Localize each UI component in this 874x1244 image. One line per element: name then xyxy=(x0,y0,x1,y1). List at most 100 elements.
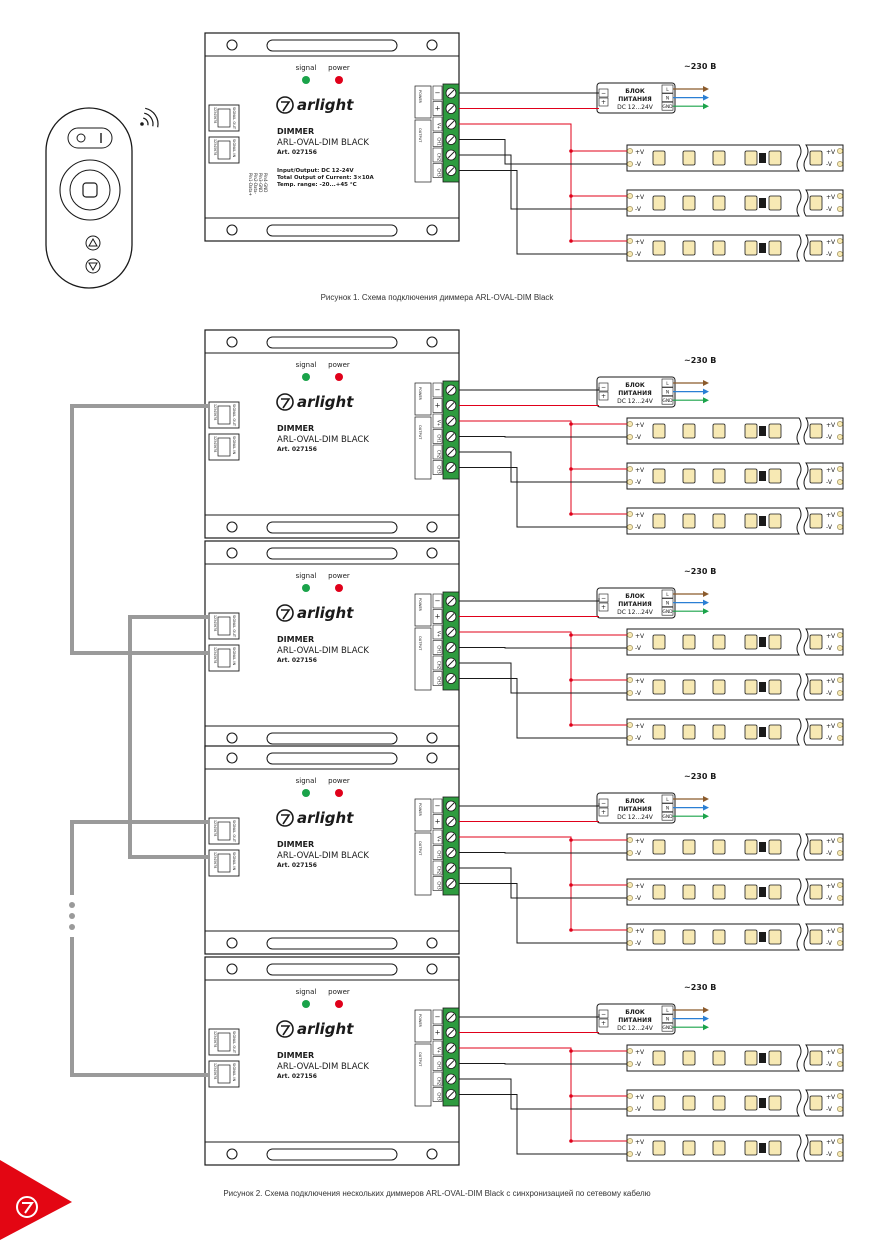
strip-pad xyxy=(837,1151,843,1157)
led-strip: +V-V+V-V xyxy=(626,462,844,490)
strip-minus-label: -V xyxy=(635,1151,642,1158)
terminal-screw-slot xyxy=(447,1029,455,1036)
rj45-label: SIGNAL IN xyxy=(232,139,236,157)
strip-pad xyxy=(837,434,843,440)
continuation-dot xyxy=(69,902,75,908)
wire-v-bus xyxy=(459,420,572,514)
led-chip xyxy=(768,884,782,900)
psu-pin-label: N xyxy=(666,601,669,607)
term-label: − xyxy=(435,1013,441,1021)
psu-voltage: DC 12...24V xyxy=(617,398,654,405)
psu-pin-label: GND xyxy=(662,1025,673,1031)
strip-pad xyxy=(837,148,843,154)
mount-hole xyxy=(426,937,438,949)
led-chip xyxy=(744,423,758,439)
term-label: V+ xyxy=(437,123,442,129)
mount-hole xyxy=(226,937,238,949)
led-chip xyxy=(682,423,696,439)
strip-pad xyxy=(837,421,843,427)
strip-minus-label: -V xyxy=(635,161,642,168)
mount-hole xyxy=(226,963,238,975)
rj45-pin-numbers: 12345678 xyxy=(213,820,217,836)
strip-pad xyxy=(627,837,633,843)
continuation-dot xyxy=(69,913,75,919)
arlight-logo-icon xyxy=(276,96,294,114)
network-cable-3-lower xyxy=(70,937,209,1077)
brand-name: arlight xyxy=(297,96,354,114)
term-label: V+ xyxy=(437,836,442,842)
term-label: V+ xyxy=(437,1047,442,1053)
led-chip xyxy=(652,679,666,695)
signal-led-label: signal xyxy=(296,988,317,996)
corner-logo-icon xyxy=(0,1160,72,1240)
mains-arrow-icon xyxy=(703,813,709,820)
wire-channel xyxy=(459,467,627,528)
led-chip xyxy=(744,1050,758,1066)
term-label-cell xyxy=(432,624,443,640)
arlight-logo-icon xyxy=(276,604,294,622)
wire-junction xyxy=(569,1139,573,1143)
resistor xyxy=(759,682,766,692)
term-label: − xyxy=(435,802,441,810)
wire-v-bus xyxy=(459,836,572,930)
dimmer-title: DIMMER xyxy=(277,840,314,849)
strip-end-plus-label: +V xyxy=(826,838,836,845)
strip-pad xyxy=(837,524,843,530)
strip-end-plus-label: +V xyxy=(826,678,836,685)
strip-pad xyxy=(837,1061,843,1067)
psu-minus: − xyxy=(601,800,606,807)
signal-led xyxy=(302,1000,310,1008)
led-chip xyxy=(652,839,666,855)
output-label-box xyxy=(414,416,432,480)
led-chip xyxy=(652,1140,666,1156)
led-chip xyxy=(682,929,696,945)
led-chip xyxy=(768,679,782,695)
mains-label: ~230 В xyxy=(684,772,716,781)
led-chip xyxy=(768,929,782,945)
term-label-cell xyxy=(432,609,443,624)
term-output-label: OUTPUT xyxy=(418,636,422,651)
strip-end-plus-label: +V xyxy=(826,149,836,156)
power-led xyxy=(335,584,343,592)
power-led-label: power xyxy=(328,64,350,72)
strip-minus-label: -V xyxy=(635,479,642,486)
psu-minus: − xyxy=(601,1011,606,1018)
led-chip xyxy=(682,1050,696,1066)
strip-pad xyxy=(627,479,633,485)
strip-end-minus-label: -V xyxy=(826,524,833,531)
signal-led xyxy=(302,76,310,84)
term-label-cell xyxy=(432,1025,443,1040)
strip-pad xyxy=(627,645,633,651)
strip-end-minus-label: -V xyxy=(826,1151,833,1158)
continuation-dot xyxy=(69,924,75,930)
led-chip xyxy=(712,679,726,695)
led-chip xyxy=(768,724,782,740)
led-chip xyxy=(652,150,666,166)
arlight-logo-ring xyxy=(276,604,294,622)
strip-pad xyxy=(627,148,633,154)
terminal-screw-slot xyxy=(447,659,455,667)
terminal-screw-slot xyxy=(447,386,455,394)
led-strip: +V-V+V-V xyxy=(626,673,844,701)
term-label-cell xyxy=(432,429,443,444)
led-strip: +V-V+V-V xyxy=(626,628,844,656)
term-label: + xyxy=(435,1029,441,1037)
strip-pad xyxy=(627,1106,633,1112)
led-chip xyxy=(682,1140,696,1156)
remote-dial-inner xyxy=(69,169,111,211)
mount-slot xyxy=(266,39,398,52)
led-chip xyxy=(682,513,696,529)
term-label: CH1 xyxy=(437,137,442,146)
power-led-label: power xyxy=(328,361,350,369)
psu-label1: БЛОК xyxy=(625,798,645,805)
led-chip xyxy=(809,1095,823,1111)
rj45-socket xyxy=(217,108,231,128)
psu-minus: − xyxy=(601,90,606,97)
led-chip xyxy=(809,150,823,166)
dimmer-model: ARL-OVAL-DIM BLACK xyxy=(277,138,369,148)
